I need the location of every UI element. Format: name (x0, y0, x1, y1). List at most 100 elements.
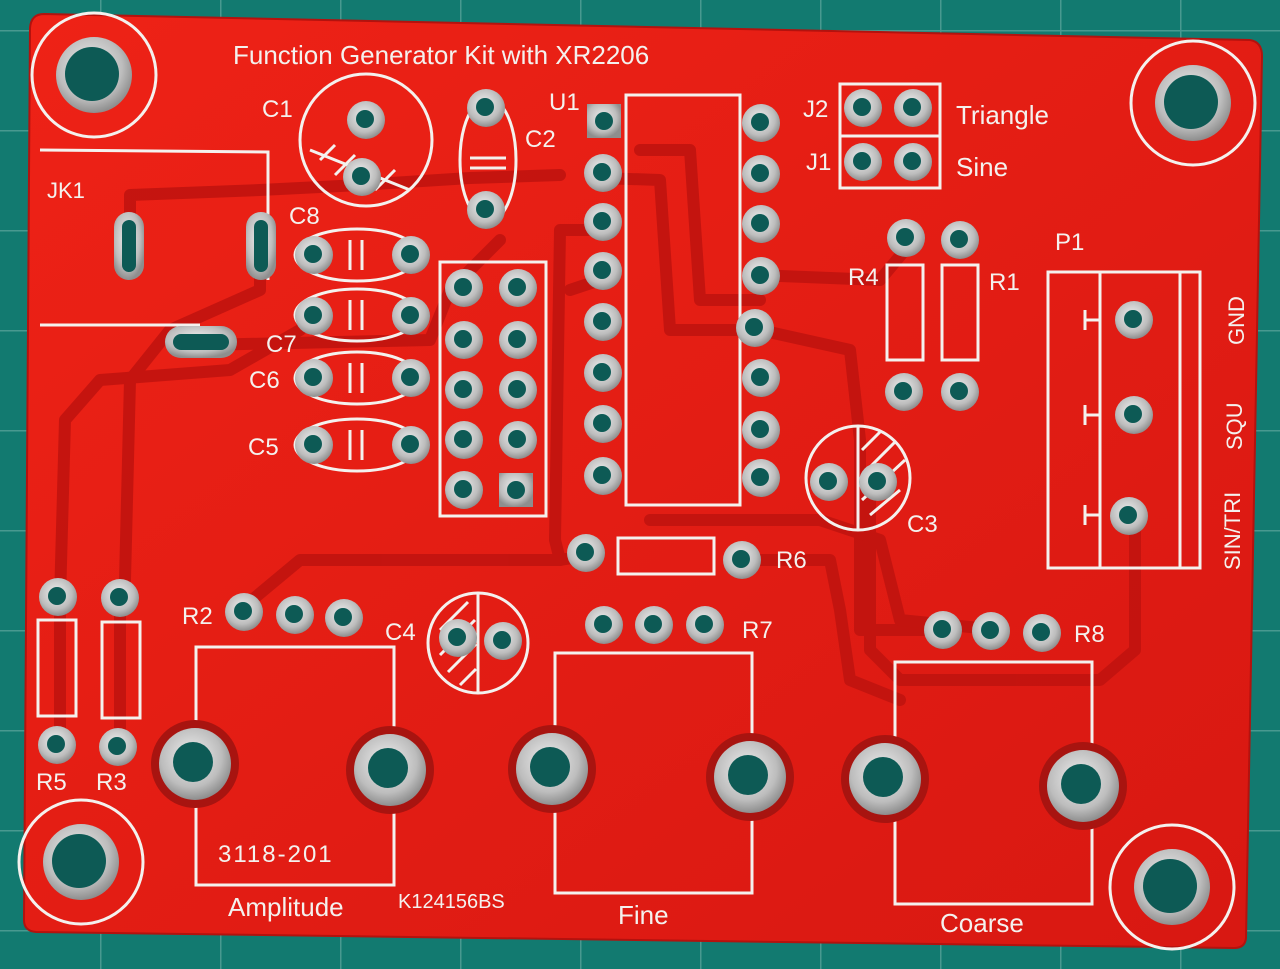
pad (325, 599, 363, 637)
square-pad (499, 473, 533, 507)
pad (39, 578, 77, 616)
pad (347, 101, 385, 139)
label-amplitude: Amplitude (228, 892, 344, 922)
pad (584, 252, 622, 290)
label-c2: C2 (525, 126, 556, 153)
label-c4: C4 (385, 619, 416, 646)
pad (295, 359, 333, 397)
pad (1115, 396, 1153, 434)
pad (584, 405, 622, 443)
pad (467, 191, 505, 229)
pad (1023, 614, 1061, 652)
pad (742, 205, 780, 243)
pad (742, 411, 780, 449)
pad (584, 303, 622, 341)
pad (295, 297, 333, 335)
label-r8: R8 (1074, 621, 1105, 648)
label-c8: C8 (289, 203, 320, 230)
pad (499, 371, 537, 409)
through-hole-pads (38, 89, 1153, 766)
pad (101, 579, 139, 617)
pad (894, 89, 932, 127)
label-fine: Fine (618, 900, 669, 930)
label-r7: R7 (742, 617, 773, 644)
pad (742, 257, 780, 295)
pad (887, 219, 925, 257)
label-sine: Sine (956, 152, 1008, 182)
board-title: Function Generator Kit with XR2206 (233, 40, 649, 70)
pad (924, 611, 962, 649)
label-triangle: Triangle (956, 100, 1049, 130)
label-r4: R4 (848, 264, 879, 291)
pad (1115, 301, 1153, 339)
pad (584, 203, 622, 241)
jk1-slot-pads (114, 212, 276, 358)
pad (99, 728, 137, 766)
pad (810, 463, 848, 501)
pad (445, 371, 483, 409)
pad (742, 459, 780, 497)
label-r2: R2 (182, 603, 213, 630)
pad (38, 726, 76, 764)
label-gnd: GND (1224, 296, 1249, 345)
pad (295, 426, 333, 464)
pad (276, 596, 314, 634)
potentiometer-pads (151, 720, 1127, 830)
label-c1: C1 (262, 96, 293, 123)
square-pad (587, 104, 621, 138)
pad (445, 269, 483, 307)
pad (941, 373, 979, 411)
pad (941, 221, 979, 259)
pad (723, 541, 761, 579)
label-j1: J1 (806, 149, 831, 176)
pad (844, 89, 882, 127)
pad (499, 421, 537, 459)
pad (392, 236, 430, 274)
pad (686, 606, 724, 644)
pad (445, 321, 483, 359)
pad (499, 321, 537, 359)
label-part-code: K124156BS (398, 891, 505, 913)
label-c6: C6 (249, 367, 280, 394)
pad (567, 534, 605, 572)
pad (742, 359, 780, 397)
pad (885, 373, 923, 411)
label-r6: R6 (776, 547, 807, 574)
pad (844, 143, 882, 181)
label-r1: R1 (989, 269, 1020, 296)
pad (742, 104, 780, 142)
pad (439, 619, 477, 657)
pad (585, 606, 623, 644)
label-squ: SQU (1222, 402, 1247, 450)
label-j2: J2 (803, 96, 828, 123)
pad (225, 593, 263, 631)
pad (343, 158, 381, 196)
label-r3: R3 (96, 769, 127, 796)
pad (467, 89, 505, 127)
label-pot-part: 3118-201 (218, 841, 334, 868)
mounting-holes (17, 11, 1257, 951)
pad (392, 297, 430, 335)
pad (584, 354, 622, 392)
label-c7: C7 (266, 331, 297, 358)
pad (295, 236, 333, 274)
label-coarse: Coarse (940, 908, 1024, 938)
pad (584, 457, 622, 495)
label-u1: U1 (549, 89, 580, 116)
pad (972, 612, 1010, 650)
label-jk1: JK1 (47, 178, 85, 203)
pad (742, 155, 780, 193)
pad (635, 606, 673, 644)
pad (859, 463, 897, 501)
pad (445, 421, 483, 459)
label-c5: C5 (248, 434, 279, 461)
pad (584, 154, 622, 192)
pad (392, 359, 430, 397)
pad (392, 426, 430, 464)
pad (445, 471, 483, 509)
pad (484, 622, 522, 660)
pad (736, 309, 774, 347)
label-sin-tri: SIN/TRI (1220, 492, 1245, 570)
label-r5: R5 (36, 769, 67, 796)
